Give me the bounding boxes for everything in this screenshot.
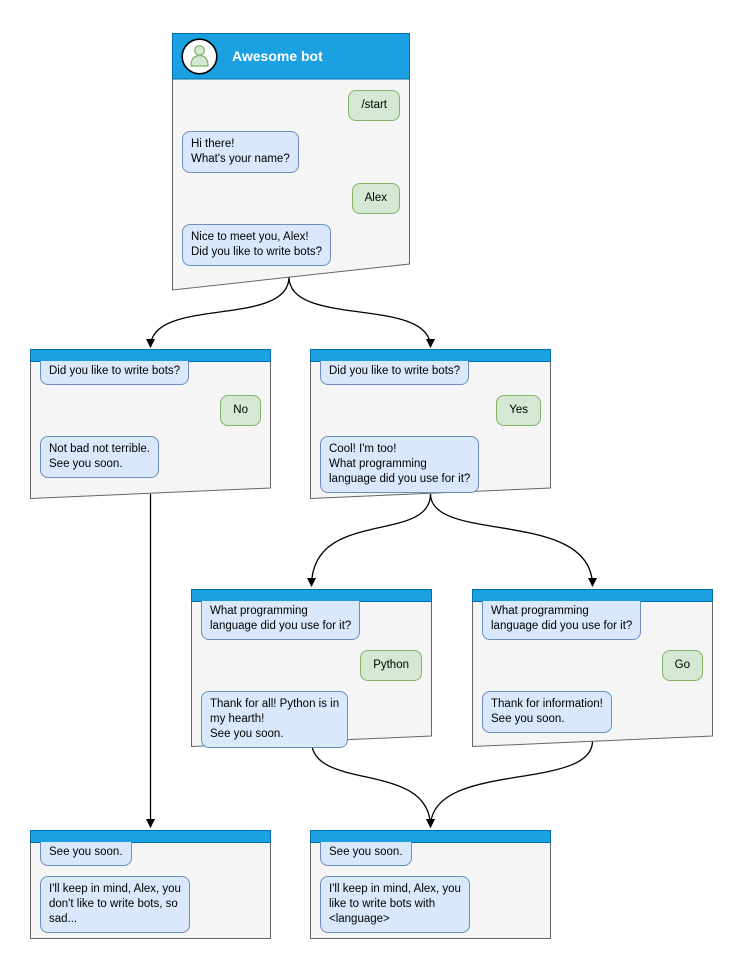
bot-message-bubble: I'll keep in mind, Alex, you like to wri… (320, 876, 470, 933)
user-message-bubble: Alex (351, 183, 400, 214)
chat-window-end-no: See you soon. I'll keep in mind, Alex, y… (30, 830, 271, 939)
chat-messages: Did you like to write bots? Yes Cool! I'… (310, 361, 551, 501)
edge-go-to-end (426, 740, 594, 828)
window-header-bar (310, 830, 551, 843)
window-header-bar (310, 349, 551, 362)
chat-window-branch-yes: Did you like to write bots? Yes Cool! I'… (310, 349, 551, 499)
window-title-bar: Awesome bot (172, 33, 410, 79)
bot-message-bubble: Thank for information! See you soon. (482, 691, 612, 733)
bot-avatar-icon (181, 37, 218, 75)
edge-yes-to-go (429, 493, 597, 587)
chat-window-end-yes: See you soon. I'll keep in mind, Alex, y… (310, 830, 551, 939)
bot-message-bubble: What programming language did you use fo… (482, 601, 642, 640)
user-message-bubble: /start (348, 90, 400, 121)
chat-window-branch-python: What programming language did you use fo… (191, 589, 432, 748)
window-header-bar (472, 589, 713, 602)
bot-message-bubble: What programming language did you use fo… (201, 601, 361, 640)
window-header-bar (30, 830, 271, 843)
edge-root-to-no (146, 276, 290, 348)
bot-message-bubble: Did you like to write bots? (320, 361, 470, 385)
chat-window-branch-no: Did you like to write bots? No Not bad n… (30, 349, 271, 499)
edge-python-to-end (310, 740, 435, 828)
bot-message-bubble: See you soon. (320, 842, 412, 866)
window-header-bar (191, 589, 432, 602)
bot-message-bubble: See you soon. (40, 842, 132, 866)
bot-message-bubble: I'll keep in mind, Alex, you don't like … (40, 876, 190, 933)
user-message-bubble: Yes (496, 395, 541, 426)
chat-messages: What programming language did you use fo… (472, 601, 713, 741)
chat-messages: Did you like to write bots? No Not bad n… (30, 361, 271, 486)
bot-message-bubble: Cool! I'm too! What programming language… (320, 436, 480, 493)
chat-window-root: Awesome bot /start Hi there! What's your… (172, 33, 410, 291)
edge-root-to-yes (288, 276, 435, 348)
user-message-bubble: No (220, 395, 261, 426)
bot-message-bubble: Not bad not terrible. See you soon. (40, 436, 160, 478)
bot-message-bubble: Nice to meet you, Alex! Did you like to … (182, 224, 332, 266)
bot-message-bubble: Hi there! What's your name? (182, 131, 299, 173)
chat-messages: See you soon. I'll keep in mind, Alex, y… (310, 842, 551, 941)
bot-message-bubble: Did you like to write bots? (40, 361, 190, 385)
user-message-bubble: Go (661, 650, 703, 681)
chat-messages: What programming language did you use fo… (191, 601, 432, 756)
bot-message-bubble: Thank for all! Python is in my hearth! S… (201, 691, 349, 748)
window-title: Awesome bot (232, 48, 323, 64)
window-header-bar (30, 349, 271, 362)
edge-yes-to-python (307, 493, 432, 587)
user-message-bubble: Python (360, 650, 422, 681)
chat-window-branch-go: What programming language did you use fo… (472, 589, 713, 747)
chat-messages: /start Hi there! What's your name? Alex … (172, 79, 410, 277)
chat-messages: See you soon. I'll keep in mind, Alex, y… (30, 842, 271, 941)
